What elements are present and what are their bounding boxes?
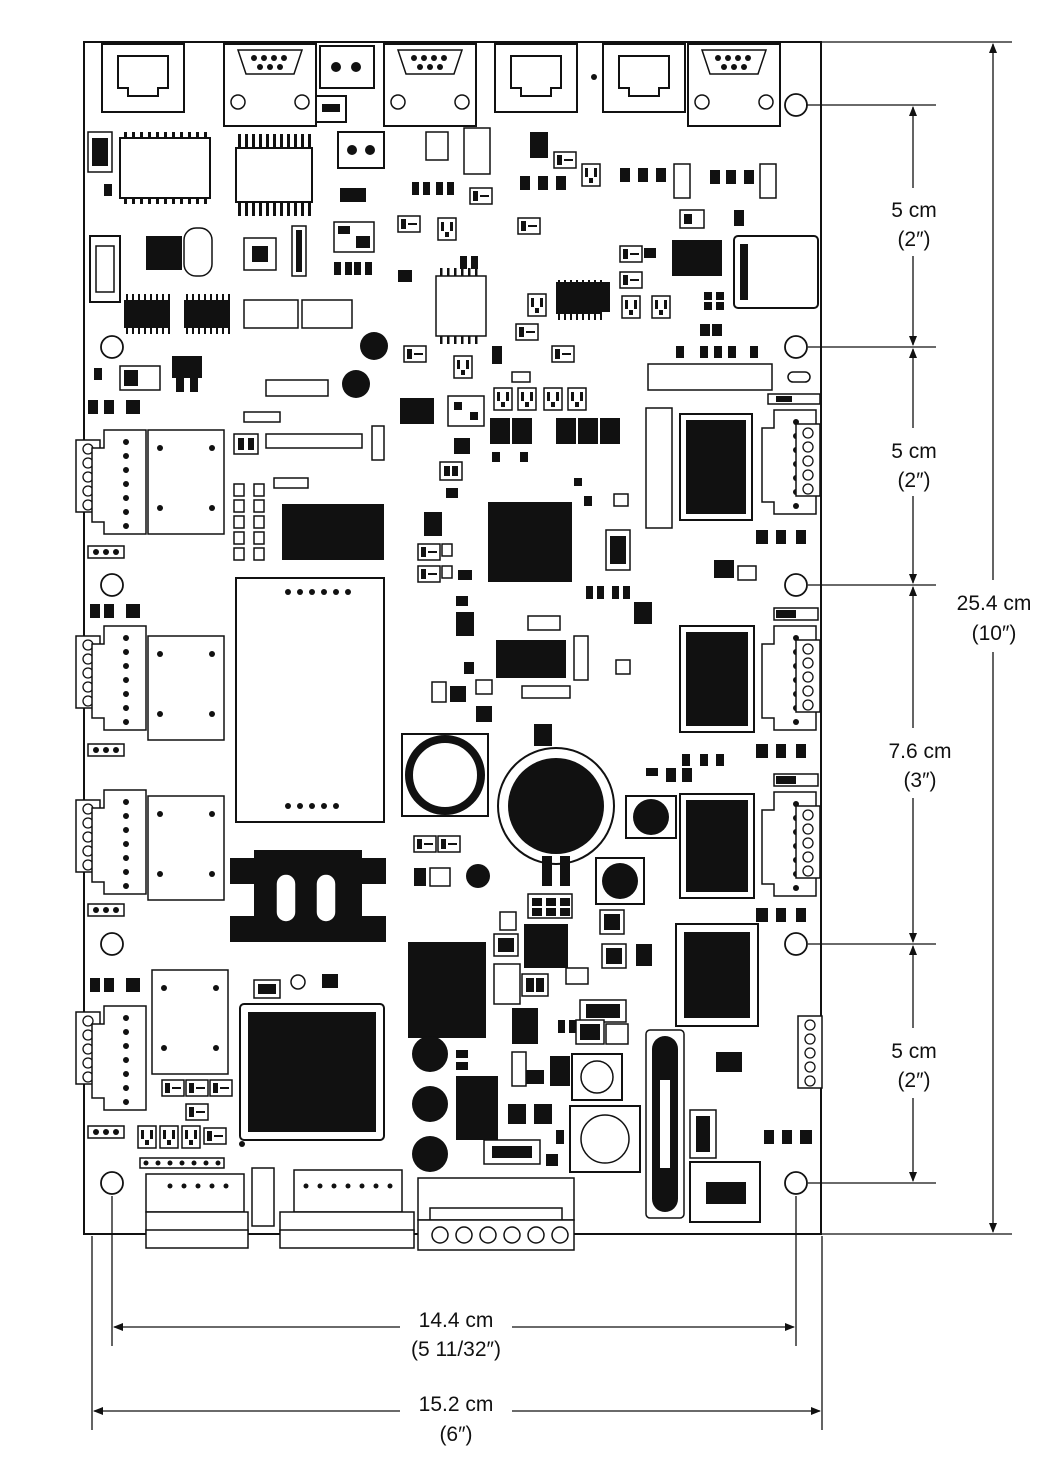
mounting-hole xyxy=(100,932,124,956)
dim-hole-spacing-imperial: (5 11/32″) xyxy=(411,1338,501,1361)
ethernet-port-3 xyxy=(602,43,686,113)
bottom-terminal-3 xyxy=(417,1177,575,1251)
bottom-terminal-2 xyxy=(279,1169,415,1249)
dim-seg3-metric: 7.6 cm xyxy=(888,740,951,763)
mounting-hole xyxy=(784,1171,808,1195)
mounting-hole xyxy=(784,93,808,117)
circuit-board xyxy=(75,41,823,1251)
bottom-terminal-1 xyxy=(145,1173,249,1249)
dim-seg4-metric: 5 cm xyxy=(891,1040,937,1063)
dim-seg4-imperial: (2″) xyxy=(897,1069,930,1092)
dim-total-width-imperial: (6″) xyxy=(439,1423,472,1446)
dim-hole-spacing-metric: 14.4 cm xyxy=(419,1309,494,1332)
mounting-hole xyxy=(100,1171,124,1195)
ethernet-port-1 xyxy=(101,43,185,113)
relay-row-4 xyxy=(75,969,229,1139)
dim-seg2-imperial: (2″) xyxy=(897,469,930,492)
relay-row-1 xyxy=(75,429,225,559)
mounting-hole xyxy=(784,335,808,359)
dim-seg1-imperial: (2″) xyxy=(897,228,930,251)
mounting-hole xyxy=(784,573,808,597)
serial-port-1 xyxy=(223,43,317,127)
dimension-lines xyxy=(91,41,1012,1430)
mounting-hole xyxy=(100,573,124,597)
dim-total-height-metric: 25.4 cm xyxy=(957,592,1032,615)
dim-seg2-metric: 5 cm xyxy=(891,440,937,463)
serial-port-3 xyxy=(687,43,781,127)
dim-seg3-imperial: (3″) xyxy=(903,769,936,792)
dim-total-width-metric: 15.2 cm xyxy=(419,1393,494,1416)
dim-seg1-metric: 5 cm xyxy=(891,199,937,222)
ethernet-port-2 xyxy=(494,43,578,113)
serial-port-2 xyxy=(383,43,477,127)
dimension-labels: 5 cm (2″) 5 cm (2″) 7.6 cm (3″) 5 cm (2″… xyxy=(411,199,1031,1446)
mounting-hole xyxy=(784,932,808,956)
relay-row-2 xyxy=(75,604,225,757)
relay-row-3 xyxy=(75,789,225,917)
mounting-hole xyxy=(100,335,124,359)
dim-total-height-imperial: (10″) xyxy=(972,622,1017,645)
